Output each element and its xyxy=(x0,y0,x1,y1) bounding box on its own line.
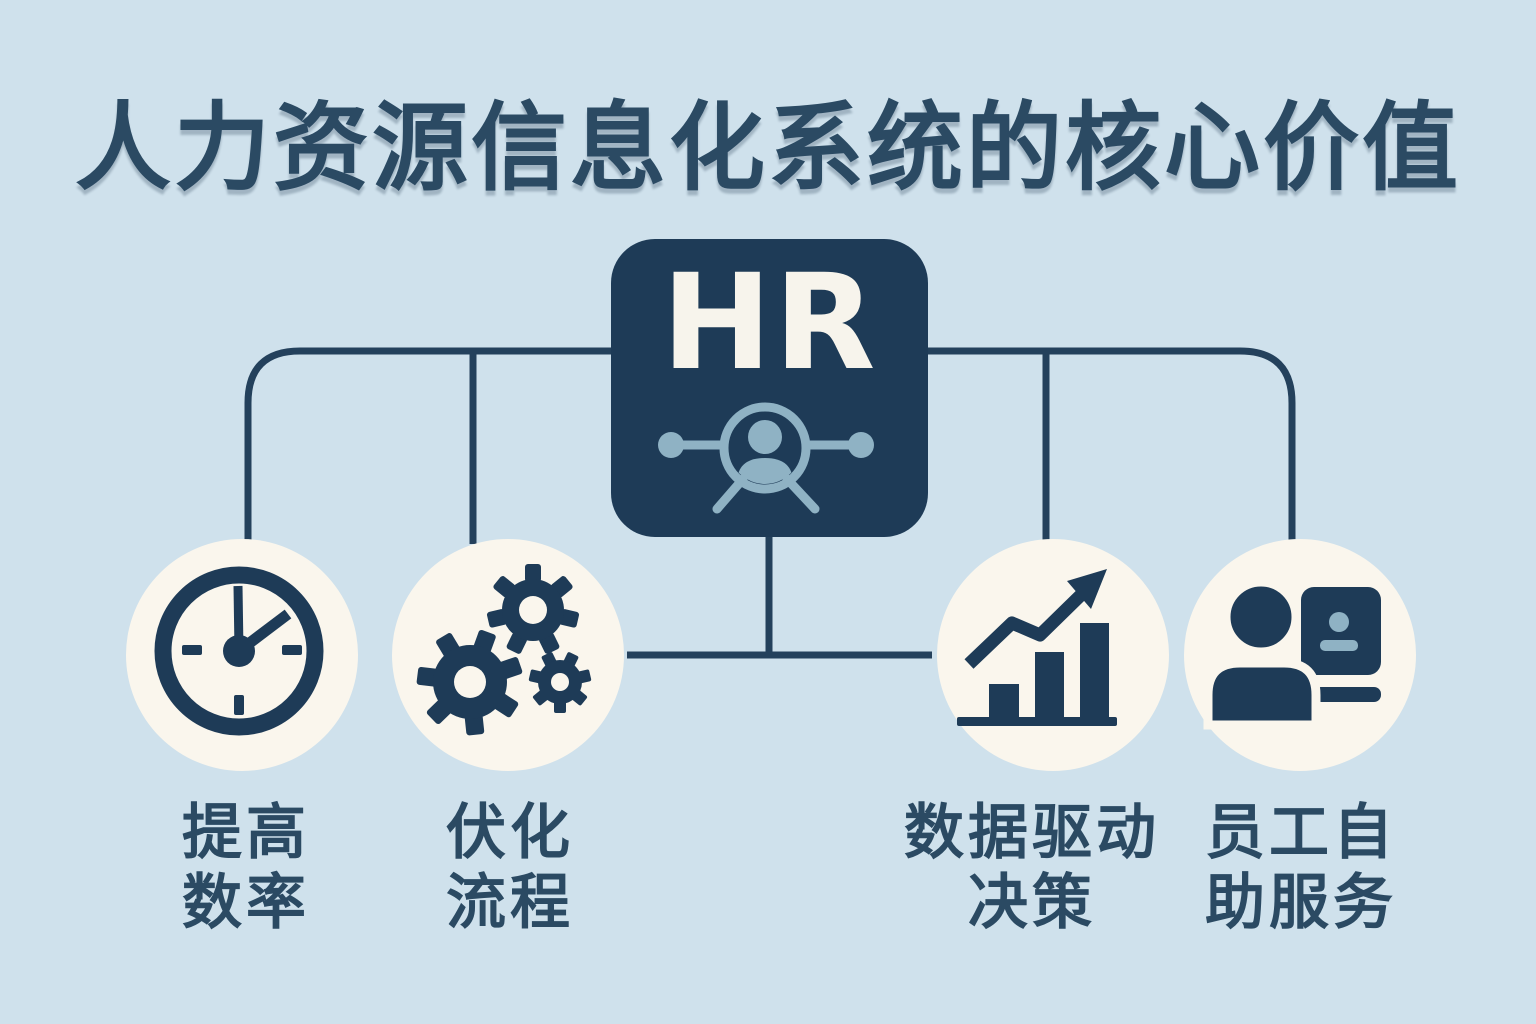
label-line: 助服务 xyxy=(1205,868,1397,938)
clock-icon xyxy=(154,566,324,736)
gears-icon xyxy=(416,564,592,736)
label-line: 流程 xyxy=(446,868,574,938)
hr-node-label: HR xyxy=(661,246,878,400)
value-circle-efficiency xyxy=(126,539,358,771)
employee-screen-icon xyxy=(1203,577,1381,730)
label-line: 提高 xyxy=(182,798,310,868)
value-circle-self-service xyxy=(1184,539,1416,771)
label-data-decisions: 数据驱动 决策 xyxy=(904,798,1160,938)
label-process: 伏化 流程 xyxy=(446,798,574,938)
value-circle-data-decisions xyxy=(937,539,1169,771)
hr-central-node: HR xyxy=(611,239,928,537)
hr-person-network-icon xyxy=(657,402,874,514)
label-line: 伏化 xyxy=(446,798,574,868)
value-circle-process xyxy=(392,539,624,771)
label-line: 决策 xyxy=(968,868,1096,938)
page-title: 人力资源信息化系统的核心价值 xyxy=(75,92,1461,204)
label-line: 数据驱动 xyxy=(904,798,1160,868)
label-efficiency: 提高 数率 xyxy=(182,798,310,938)
growth-chart-icon xyxy=(957,569,1117,726)
label-line: 数率 xyxy=(182,868,310,938)
label-line: 员工自 xyxy=(1205,798,1397,868)
label-self-service: 员工自 助服务 xyxy=(1205,798,1397,938)
